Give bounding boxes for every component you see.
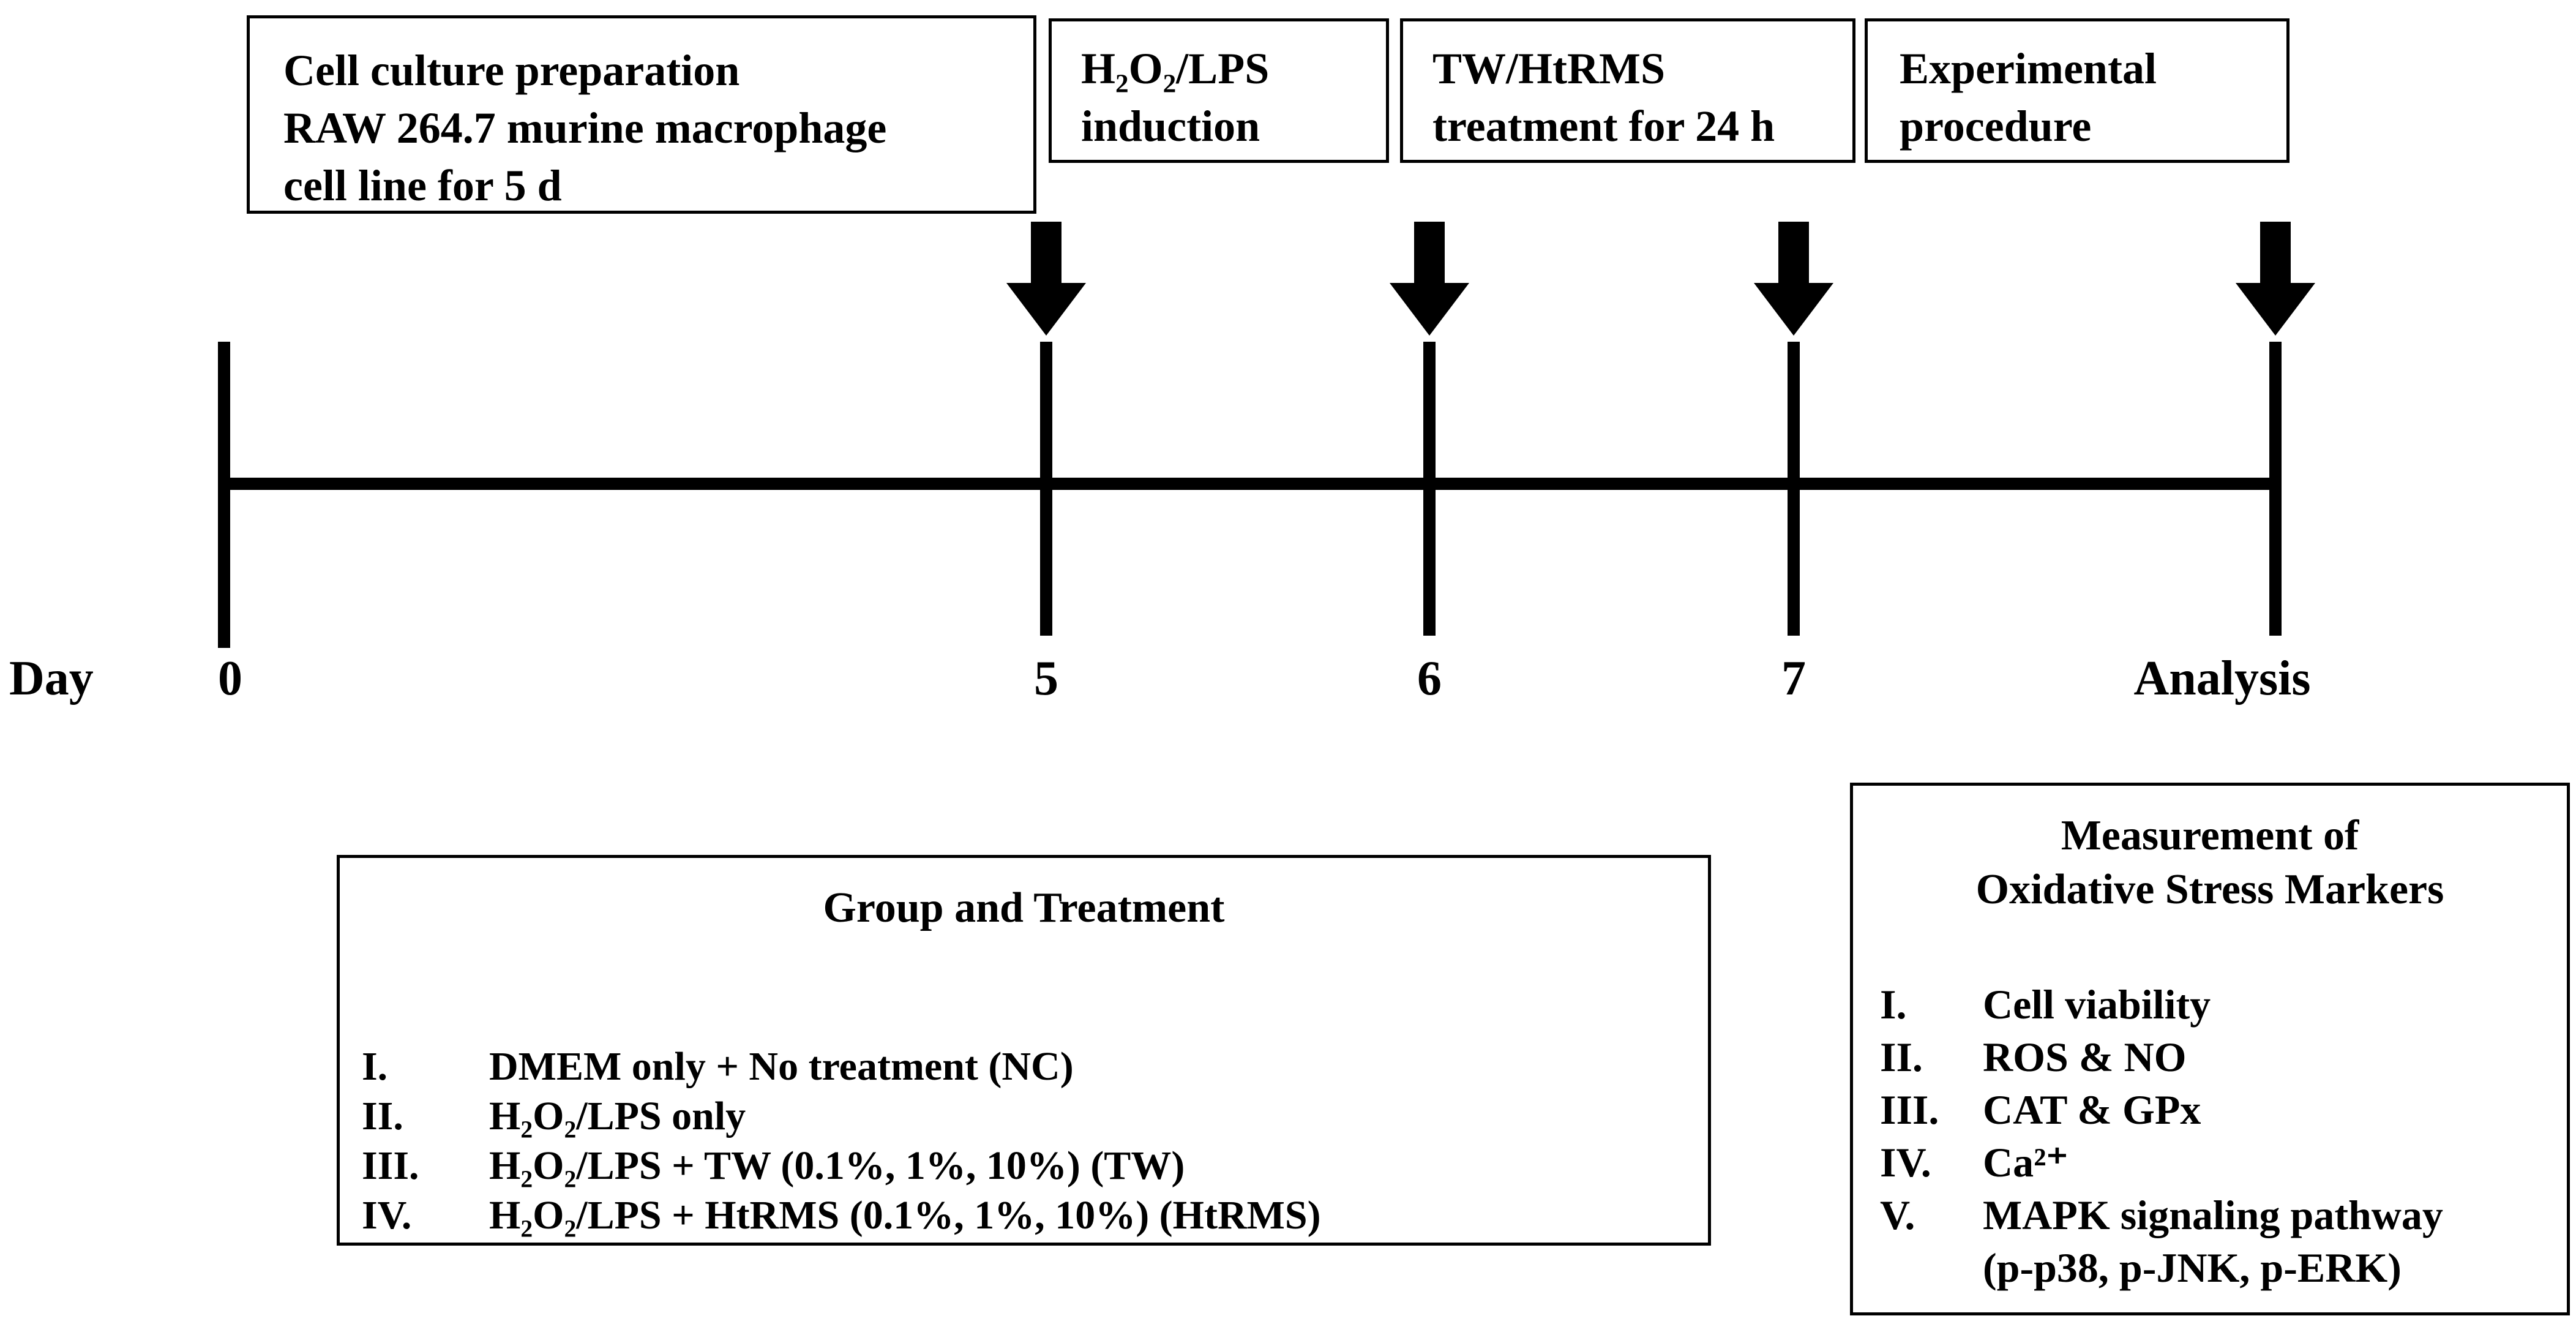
list-item-text: H₂O₂/LPS + TW (0.1%, 1%, 10%) (TW) [489, 1143, 1185, 1188]
phase-box-label: Experimental procedure [1900, 44, 2157, 151]
oxidative-stress-markers-box: Measurement of Oxidative Stress Markers … [1850, 783, 2570, 1315]
tick-label-day0: 0 [218, 652, 242, 705]
tick-label-day7: 7 [1781, 652, 1806, 705]
markers-list: I. Cell viability II. ROS & NO III. CAT … [1853, 978, 2567, 1294]
list-item-numeral: I. [362, 1044, 388, 1089]
list-item-text: CAT & GPx [1983, 1086, 2201, 1133]
markers-box-title: Measurement of Oxidative Stress Markers [1975, 812, 2444, 913]
list-item-text: DMEM only + No treatment (NC) [489, 1044, 1074, 1089]
phase-box-label: H₂O₂/LPS induction [1081, 44, 1270, 151]
phase-box-label: Cell culture preparation RAW 264.7 murin… [283, 46, 887, 210]
group-treatment-box: Group and Treatment I. DMEM only + No tr… [337, 855, 1711, 1246]
day-axis-label: Day [9, 652, 94, 705]
phase-box-label: TW/HtRMS treatment for 24 h [1432, 44, 1775, 151]
list-item-text: MAPK signaling pathway [1983, 1192, 2443, 1238]
timeline-line [222, 478, 2277, 490]
tick-label-day6: 6 [1417, 652, 1442, 705]
list-item: IV. Ca²⁺ [1880, 1136, 2567, 1189]
tick-label-analysis: Analysis [2133, 652, 2311, 705]
list-item: III. H₂O₂/LPS + TW (0.1%, 1%, 10%) (TW) [362, 1141, 1708, 1190]
list-item-numeral: II. [362, 1094, 403, 1138]
list-item: II. H₂O₂/LPS only [362, 1091, 1708, 1141]
list-item: III. CAT & GPx [1880, 1083, 2567, 1136]
list-item-text: ROS & NO [1983, 1034, 2187, 1080]
list-item-numeral: IV. [1880, 1139, 1931, 1186]
list-item: I. Cell viability [1880, 978, 2567, 1031]
list-item-numeral: II. [1880, 1034, 1923, 1080]
tick-label-day5: 5 [1034, 652, 1058, 705]
list-item: II. ROS & NO [1880, 1031, 2567, 1083]
down-arrow-icon [1006, 222, 1086, 336]
down-arrow-icon [2236, 222, 2315, 336]
timeline-tick-analysis [2269, 342, 2282, 636]
list-item: IV. H₂O₂/LPS + HtRMS (0.1%, 1%, 10%) (Ht… [362, 1190, 1708, 1240]
down-arrow-icon [1390, 222, 1469, 336]
list-item: V. MAPK signaling pathway (p-p38, p-JNK,… [1880, 1189, 2567, 1294]
list-item-text: Cell viability [1983, 981, 2211, 1028]
list-item-numeral: V. [1880, 1192, 1915, 1238]
timeline-tick-day0 [218, 342, 230, 648]
list-item-numeral: III. [362, 1143, 419, 1188]
list-item-text: H₂O₂/LPS + HtRMS (0.1%, 1%, 10%) (HtRMS) [489, 1193, 1321, 1238]
group-treatment-title: Group and Treatment [823, 884, 1225, 931]
group-treatment-list: I. DMEM only + No treatment (NC) II. H₂O… [340, 1042, 1708, 1240]
down-arrow-icon [1754, 222, 1833, 336]
list-item-text: H₂O₂/LPS only [489, 1094, 746, 1138]
list-item: I. DMEM only + No treatment (NC) [362, 1042, 1708, 1091]
phase-box-induction: H₂O₂/LPS induction [1049, 18, 1389, 163]
phase-box-treatment: TW/HtRMS treatment for 24 h [1400, 18, 1855, 163]
timeline-tick-day5 [1040, 342, 1052, 636]
list-item-numeral: IV. [362, 1193, 412, 1238]
phase-box-experimental-procedure: Experimental procedure [1865, 18, 2290, 163]
timeline-tick-day6 [1423, 342, 1436, 636]
list-item-text: Ca²⁺ [1983, 1139, 2069, 1186]
list-item-numeral: III. [1880, 1086, 1939, 1133]
list-item-subtext: (p-p38, p-JNK, p-ERK) [1983, 1244, 2402, 1291]
phase-box-cell-culture: Cell culture preparation RAW 264.7 murin… [247, 15, 1036, 214]
timeline-tick-day7 [1788, 342, 1800, 636]
list-item-numeral: I. [1880, 981, 1907, 1028]
